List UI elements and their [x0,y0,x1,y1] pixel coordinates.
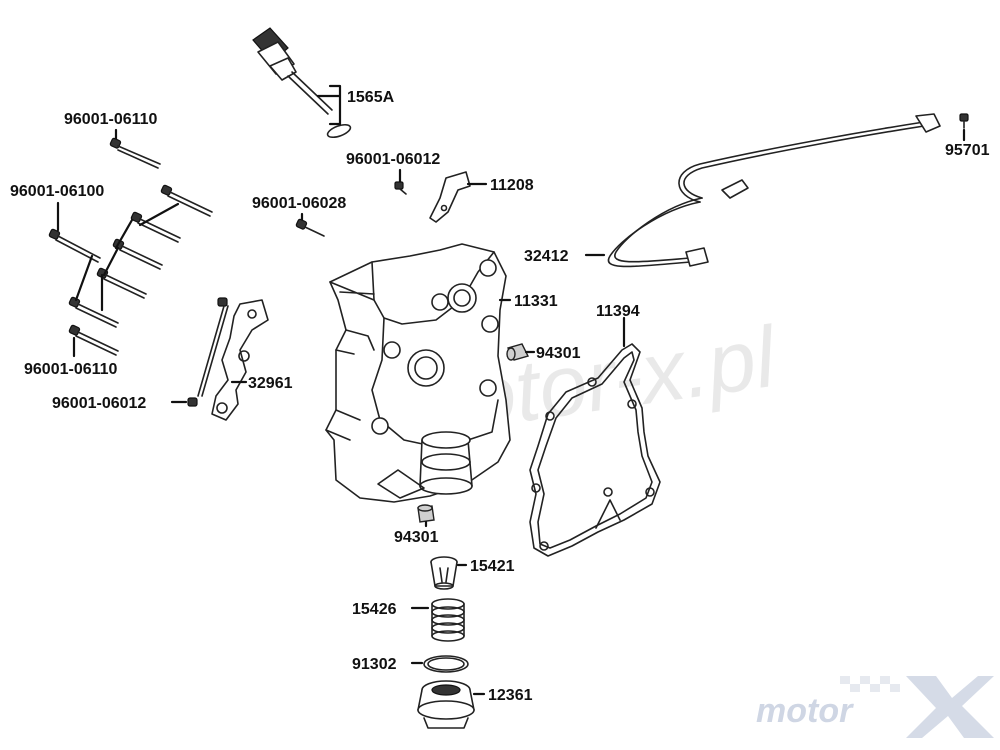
gasket-11394 [529,343,661,557]
part-label-32412: 32412 [524,248,569,265]
bolt-32961-pair [187,297,229,407]
o-ring-91302 [423,655,469,673]
motor-x-logo: motor [756,676,994,738]
part-label-11394: 11394 [596,303,640,320]
bolt-95701 [959,113,969,129]
spring-15426 [431,598,465,642]
part-label-32961: 32961 [248,375,293,392]
part-label-11331: 11331 [514,293,558,310]
part-label-12361: 12361 [488,687,533,704]
part-label-96001-06100: 96001-06100 [10,183,104,200]
bracket-32961 [211,299,269,421]
bolt-group-left [48,184,213,356]
part-label-11208: 11208 [490,177,534,194]
small-bolt-top [394,181,407,195]
oil-dipstick [252,27,352,139]
bolt-top [109,137,161,169]
part-label-96001-06012-bottom: 96001-06012 [52,395,146,412]
part-label-94301-right: 94301 [536,345,581,362]
crankcase-cover [325,243,511,503]
part-label-96001-06012-top: 96001-06012 [346,151,440,168]
oil-strainer-15421 [430,556,458,590]
part-label-91302: 91302 [352,656,397,673]
part-label-15426: 15426 [352,601,397,618]
cable-32412 [607,113,941,268]
dowel-pin-bottom [417,504,435,523]
part-label-95701: 95701 [945,142,990,159]
bolt-06028 [295,218,325,237]
dowel-pin-right [506,343,530,361]
leader-1565A [316,84,342,126]
part-label-96001-06110-bottom: 96001-06110 [24,361,118,378]
part-label-96001-06028: 96001-06028 [252,195,346,212]
drain-plug-12361 [417,680,475,729]
logo-text: motor [756,692,854,730]
part-label-15421: 15421 [470,558,515,575]
part-label-94301-bottom: 94301 [394,529,439,546]
part-label-96001-06110-top: 96001-06110 [64,111,158,128]
bracket-11208 [429,171,471,223]
part-label-1565A: 1565A [347,89,395,106]
